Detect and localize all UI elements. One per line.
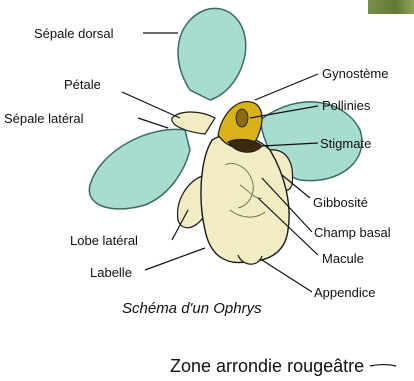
leader-appendice [262, 260, 312, 292]
label-labelle: Labelle [90, 265, 132, 280]
label-macule: Macule [322, 251, 364, 266]
pollinia-shape [236, 109, 248, 127]
label-champ-basal: Champ basal [314, 225, 391, 240]
label-pollinies: Pollinies [322, 98, 370, 113]
label-sepale-lateral: Sépale latéral [4, 111, 84, 126]
leader-zone-arrondie [370, 365, 396, 367]
zone-arrondie-label: Zone arrondie rougeâtre [170, 356, 364, 377]
leader-sepale-lateral [138, 118, 168, 128]
left-sepal-shape [89, 129, 190, 209]
label-lobe-lateral: Lobe latéral [70, 233, 138, 248]
label-petale: Pétale [64, 77, 101, 92]
label-gynosteme: Gynostème [322, 66, 388, 81]
dorsal-sepal-shape [178, 8, 246, 100]
leader-petale [122, 92, 180, 118]
label-stigmate: Stigmate [320, 136, 371, 151]
leader-labelle [145, 248, 205, 270]
label-sepale-dorsal: Sépale dorsal [34, 26, 114, 41]
label-appendice: Appendice [314, 285, 375, 300]
label-gibbosite: Gibbosité [313, 195, 368, 210]
leader-gynosteme [255, 74, 318, 100]
diagram-caption: Schéma d'un Ophrys [122, 300, 262, 317]
